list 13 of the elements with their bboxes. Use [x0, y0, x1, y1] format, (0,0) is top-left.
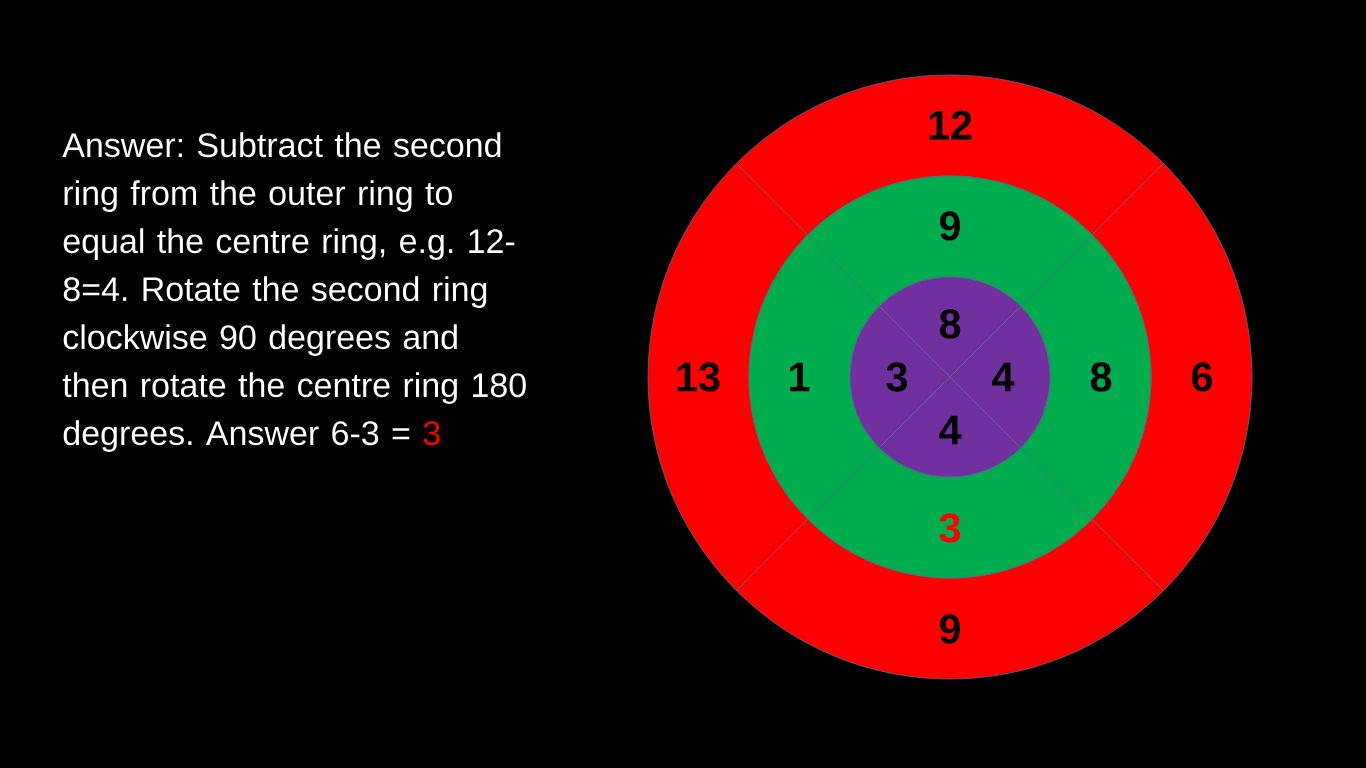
answer-text: Answer: Subtract the second ring from the outer ring to equal the centre ring, e.g. 12-8=4. Rotate the second ring clockwise 90 degrees and then rotate the centre ring 180 degrees. Answer 6-3 = 3 [62, 132, 526, 452]
segment-number: 8 [1090, 362, 1112, 392]
segment-number: 12 [929, 110, 972, 140]
segment-number: 1 [790, 362, 810, 392]
segment-number: 4 [939, 415, 962, 445]
segment-number: 9 [939, 614, 960, 644]
segment-number: 13 [677, 362, 720, 392]
segment-number: 8 [939, 309, 961, 339]
segment-number: 3 [886, 362, 907, 392]
segment-number: 3 [939, 513, 960, 543]
segment-number: 6 [1192, 362, 1212, 392]
segment-number: 9 [939, 211, 960, 241]
segment-number: 4 [992, 362, 1015, 392]
